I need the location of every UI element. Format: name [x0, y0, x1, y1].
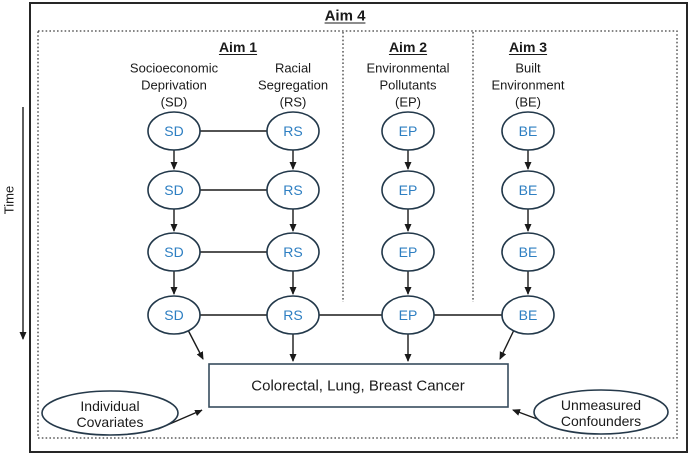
node-circle-sd-t4	[147, 295, 201, 335]
node-label-sd-t3: SD	[164, 244, 184, 260]
node-circle-sd-t2	[147, 170, 201, 210]
node-circle-be-t2	[501, 170, 555, 210]
sd-heading-line2: Deprivation	[141, 77, 207, 93]
node-label-sd-t4: SD	[164, 307, 184, 323]
be-heading-line2: Environment	[491, 77, 565, 93]
confounders-label-line1: Unmeasured	[560, 397, 642, 413]
node-label-rs-t3: RS	[283, 244, 303, 260]
node-circle-be-t4	[501, 295, 555, 335]
node-label-rs-t2: RS	[283, 182, 303, 198]
covariates-label-line2: Covariates	[76, 414, 144, 430]
arrow-sd-outcome	[187, 329, 204, 360]
sd-heading-line1: Socioeconomic	[129, 60, 219, 76]
node-label-ep-t3: EP	[398, 244, 418, 260]
rs-heading-line2: Segregation	[257, 77, 329, 93]
node-label-be-t4: BE	[518, 307, 538, 323]
node-circle-ep-t3	[381, 232, 435, 272]
node-label-be-t1: BE	[518, 123, 538, 139]
node-label-be-t3: BE	[518, 244, 538, 260]
node-label-ep-t2: EP	[398, 182, 418, 198]
aim1-header: Aim 1	[218, 39, 258, 55]
node-label-ep-t4: EP	[398, 307, 418, 323]
ep-heading-line2: Pollutants	[379, 77, 437, 93]
node-label-sd-t2: SD	[164, 182, 184, 198]
confounders-label-line2: Confounders	[560, 413, 642, 429]
node-label-ep-t1: EP	[398, 123, 418, 139]
outcome-box	[208, 363, 509, 408]
node-circle-ep-t1	[381, 111, 435, 151]
node-label-rs-t1: RS	[283, 123, 303, 139]
be-heading-line1: Built	[515, 60, 541, 76]
rs-heading-line1: Racial	[274, 60, 312, 76]
covariates-label-line1: Individual	[80, 398, 140, 414]
covariates-ellipse	[41, 390, 179, 436]
sd-heading-line3: (SD)	[160, 94, 188, 110]
node-circle-rs-t1	[266, 111, 320, 151]
be-heading-line3: (BE)	[515, 94, 541, 110]
node-circle-sd-t1	[147, 111, 201, 151]
node-circle-ep-t2	[381, 170, 435, 210]
node-circle-rs-t4	[266, 295, 320, 335]
aim2-header: Aim 2	[388, 39, 428, 55]
aim4-title: Aim 4	[324, 7, 366, 25]
time-axis-label: Time	[1, 185, 17, 215]
node-circle-rs-t3	[266, 232, 320, 272]
node-circle-sd-t3	[147, 232, 201, 272]
node-circle-ep-t4	[381, 295, 435, 335]
figure-border	[29, 2, 688, 453]
node-circle-be-t1	[501, 111, 555, 151]
node-circle-rs-t2	[266, 170, 320, 210]
node-label-sd-t1: SD	[164, 123, 184, 139]
arrow-be-outcome	[499, 329, 515, 360]
aim3-header: Aim 3	[508, 39, 548, 55]
ep-heading-line1: Environmental	[366, 60, 450, 76]
outcome-label: Colorectal, Lung, Breast Cancer	[251, 377, 465, 395]
confounders-ellipse	[533, 389, 669, 435]
rs-heading-line3: (RS)	[279, 94, 307, 110]
node-label-be-t2: BE	[518, 182, 538, 198]
node-circle-be-t3	[501, 232, 555, 272]
ep-heading-line3: (EP)	[395, 94, 421, 110]
aim4-dotted-box	[37, 30, 678, 439]
node-label-rs-t4: RS	[283, 307, 303, 323]
